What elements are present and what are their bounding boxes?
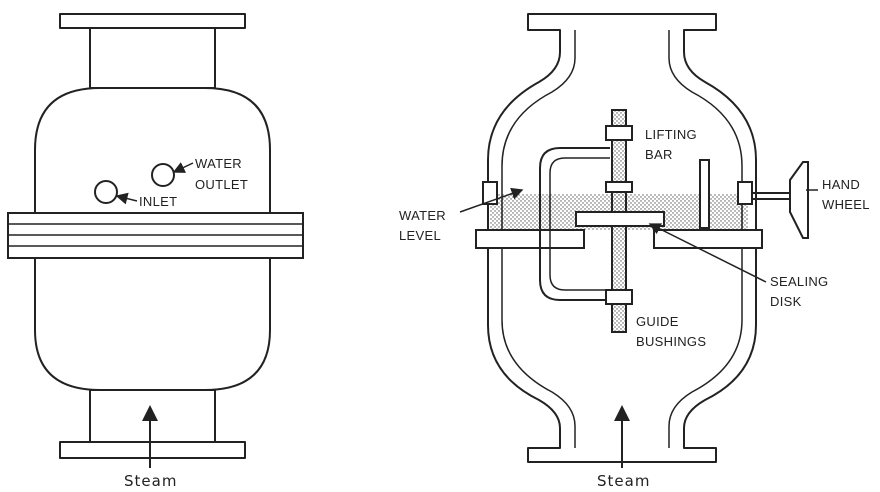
- left-body-flange: [475, 229, 585, 249]
- sealing-disk-label: SEALING: [770, 274, 828, 289]
- hand-wheel-label-2: WHEEL: [822, 197, 870, 212]
- upper-guide-bushing: [605, 125, 633, 141]
- guide-bushings-label: GUIDE: [636, 314, 679, 329]
- external-view-vessel: WATER OUTLET INLET Steam: [7, 13, 304, 490]
- vessel-outer-wall: [487, 13, 757, 463]
- inlet-label: INLET: [139, 194, 177, 209]
- water-outlet-port: [151, 163, 175, 187]
- water-level-label: WATER: [399, 208, 446, 223]
- steam-label-right: Steam: [597, 472, 650, 490]
- sealing-disk-label-2: DISK: [770, 294, 802, 309]
- body-flange-band: [7, 212, 304, 259]
- guide-tube: [539, 147, 610, 301]
- sealing-disk: [575, 211, 665, 227]
- lifting-bar-label-2: BAR: [645, 147, 673, 162]
- top-nozzle: [89, 27, 216, 89]
- steam-label-left: Steam: [124, 472, 177, 490]
- water-outlet-label: WATER: [195, 156, 242, 171]
- hand-wheel-label: HAND: [822, 177, 860, 192]
- right-fitting: [737, 181, 753, 205]
- bottom-flange: [59, 441, 246, 459]
- lower-guide-bushing: [605, 289, 633, 305]
- middle-collar: [605, 181, 633, 193]
- top-flange: [59, 13, 246, 29]
- lifting-bar: [699, 159, 710, 229]
- bottom-nozzle: [89, 389, 216, 443]
- lifting-bar-label: LIFTING: [645, 127, 697, 142]
- water-outlet-label-2: OUTLET: [195, 177, 248, 192]
- guide-bushings-label-2: BUSHINGS: [636, 334, 706, 349]
- inlet-port: [94, 180, 118, 204]
- right-body-flange: [653, 229, 763, 249]
- cutaway-view-vessel: LIFTING BAR HAND WHEEL WATER LEVEL SEALI…: [399, 13, 870, 490]
- left-fitting: [482, 181, 498, 205]
- hand-wheel: [789, 161, 809, 239]
- water-level-label-2: LEVEL: [399, 228, 441, 243]
